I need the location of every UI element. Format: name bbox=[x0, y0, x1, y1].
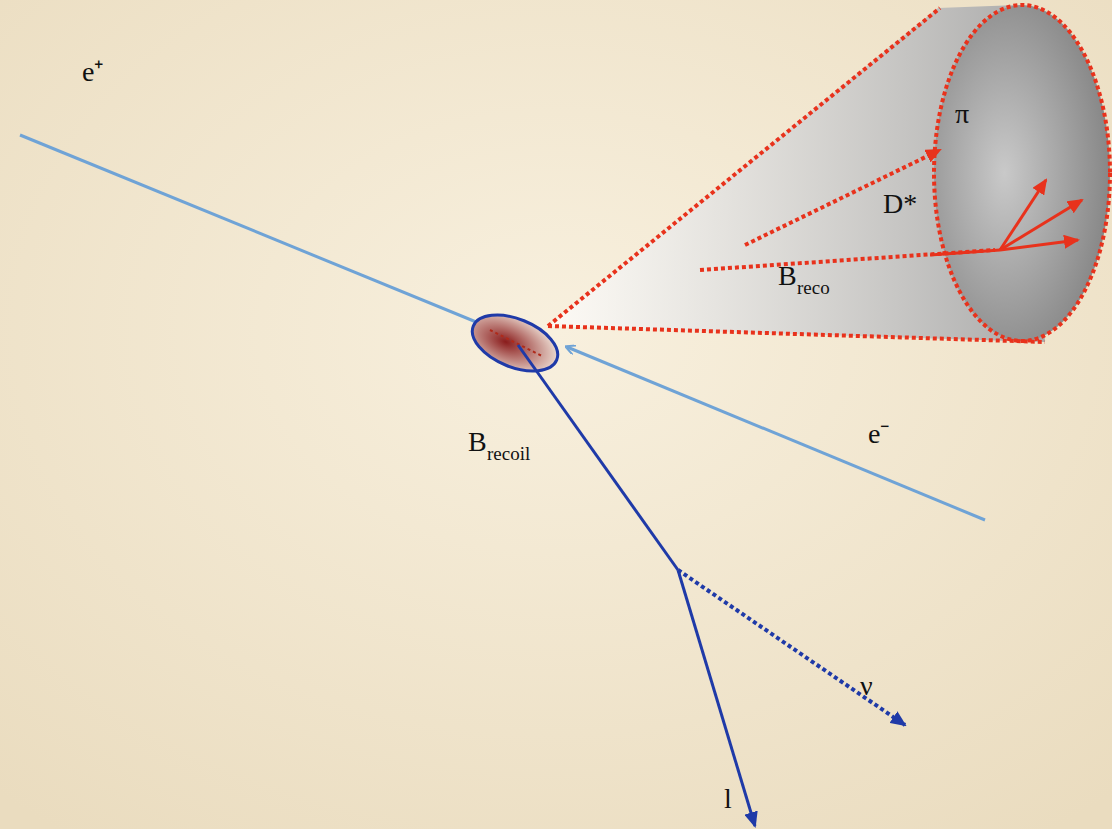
interaction-point bbox=[464, 304, 565, 382]
particle-label: ν bbox=[860, 672, 873, 700]
dstar-track bbox=[930, 250, 1000, 255]
b-pair-line bbox=[490, 330, 542, 356]
cone-ellipse bbox=[934, 5, 1110, 341]
decay-track bbox=[1000, 200, 1082, 250]
particle-label: D* bbox=[883, 190, 917, 218]
neutrino-track bbox=[678, 570, 905, 725]
beam-label: e⁺ bbox=[82, 58, 103, 86]
cone-edge bbox=[548, 8, 940, 326]
particle-label: l bbox=[724, 785, 732, 813]
electron-beam bbox=[567, 347, 985, 520]
cone-edge bbox=[548, 326, 1045, 342]
decay-track bbox=[1000, 240, 1078, 250]
positron-beam bbox=[20, 135, 503, 333]
particle-label: B bbox=[468, 428, 487, 456]
subscript-label: reco bbox=[797, 278, 830, 297]
decay-track bbox=[1000, 180, 1046, 250]
particle-label: π bbox=[955, 100, 969, 128]
pion-track bbox=[745, 150, 940, 245]
particle-label: B bbox=[778, 262, 797, 290]
subscript-label: recoil bbox=[487, 444, 530, 463]
brecoil-track bbox=[518, 345, 678, 570]
lepton-track bbox=[678, 570, 755, 826]
beam-label: e⁻ bbox=[868, 420, 889, 448]
